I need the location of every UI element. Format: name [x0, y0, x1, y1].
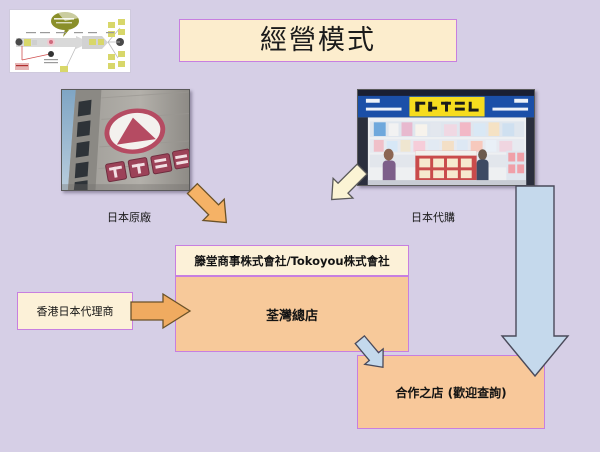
blue-vertical-arrow [500, 185, 570, 378]
store-photo-caption: 日本代購 [411, 211, 455, 224]
manufacturer-photo-caption: 日本原廠 [107, 211, 151, 224]
orange-diagonal-arrow [186, 182, 228, 224]
hongkong-agent-box: 香港日本代理商 [17, 292, 133, 330]
headquarters-box: 荃灣總店 [175, 276, 409, 352]
japanese-distribution-flow-diagram-image [9, 9, 131, 73]
partner-shops-label: 合作之店 (歡迎查詢) [395, 385, 507, 400]
slide-title-box: 經營模式 [179, 19, 457, 62]
company-name-box: 籐堂商事株式會社/Tokoyou株式會社 [175, 245, 409, 276]
takeda-building-sign-photo [61, 89, 190, 191]
hongkong-agent-label: 香港日本代理商 [36, 305, 114, 318]
page-title: 經營模式 [260, 25, 376, 56]
matsumoto-kiyoshi-storefront-photo [357, 89, 535, 186]
company-name-label: 籐堂商事株式會社/Tokoyou株式會社 [194, 253, 390, 268]
partner-shops-box: 合作之店 (歡迎查詢) [357, 355, 545, 429]
headquarters-label: 荃灣總店 [265, 308, 318, 324]
